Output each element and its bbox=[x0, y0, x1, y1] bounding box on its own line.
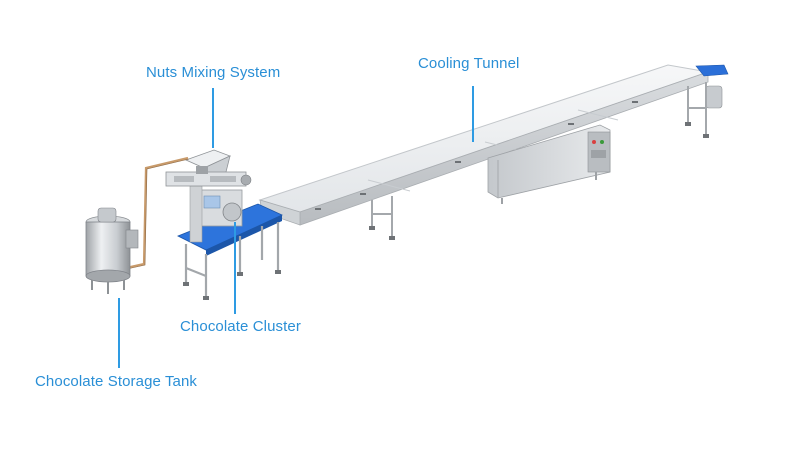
chocolate-pipe bbox=[125, 156, 189, 270]
tank-control-box bbox=[125, 229, 139, 249]
chocolate-cluster-machine bbox=[177, 185, 283, 300]
tunnel-handle bbox=[360, 193, 366, 195]
exit-motor bbox=[705, 85, 723, 109]
chocolate-cluster-leader bbox=[234, 222, 236, 314]
tunnel-handle bbox=[632, 101, 638, 103]
tunnel-legs bbox=[371, 82, 707, 236]
chocolate-storage-tank bbox=[85, 207, 139, 294]
cooling-tunnel bbox=[258, 64, 729, 240]
control-cabinet bbox=[487, 124, 611, 204]
chocolate-storage-tank-leader bbox=[118, 298, 120, 368]
tunnel-feet bbox=[369, 122, 709, 240]
tunnel-seam bbox=[577, 109, 619, 121]
panel-display bbox=[591, 150, 606, 158]
chocolate-storage-tank-label: Chocolate Storage Tank bbox=[35, 373, 198, 390]
nuts-mixing-system-label: Nuts Mixing System bbox=[146, 64, 281, 81]
tunnel-handle bbox=[455, 161, 461, 163]
tunnel-front-face bbox=[299, 71, 709, 226]
indicator-light-icon bbox=[592, 140, 596, 144]
mixer-motor-icon bbox=[240, 174, 252, 186]
depositor-roller bbox=[222, 202, 242, 222]
chocolate-cluster-label: Chocolate Cluster bbox=[180, 318, 301, 335]
nuts-mixing-system bbox=[165, 149, 252, 187]
cooling-tunnel-label: Cooling Tunnel bbox=[418, 55, 520, 72]
nuts-mixing-system-leader bbox=[212, 88, 214, 148]
infeed-belt-edge bbox=[206, 215, 282, 256]
tank-body bbox=[85, 221, 131, 277]
cooling-tunnel-leader bbox=[472, 86, 474, 142]
tunnel-handle bbox=[568, 123, 574, 125]
tunnel-handle bbox=[315, 208, 321, 210]
tank-motor bbox=[97, 207, 117, 223]
tunnel-seam bbox=[367, 179, 411, 192]
depositor-window bbox=[203, 195, 221, 209]
infeed-legs bbox=[184, 222, 280, 296]
tunnel-exit-belt bbox=[695, 64, 729, 77]
tunnel-top-surface bbox=[258, 64, 709, 213]
indicator-light-icon bbox=[600, 140, 604, 144]
